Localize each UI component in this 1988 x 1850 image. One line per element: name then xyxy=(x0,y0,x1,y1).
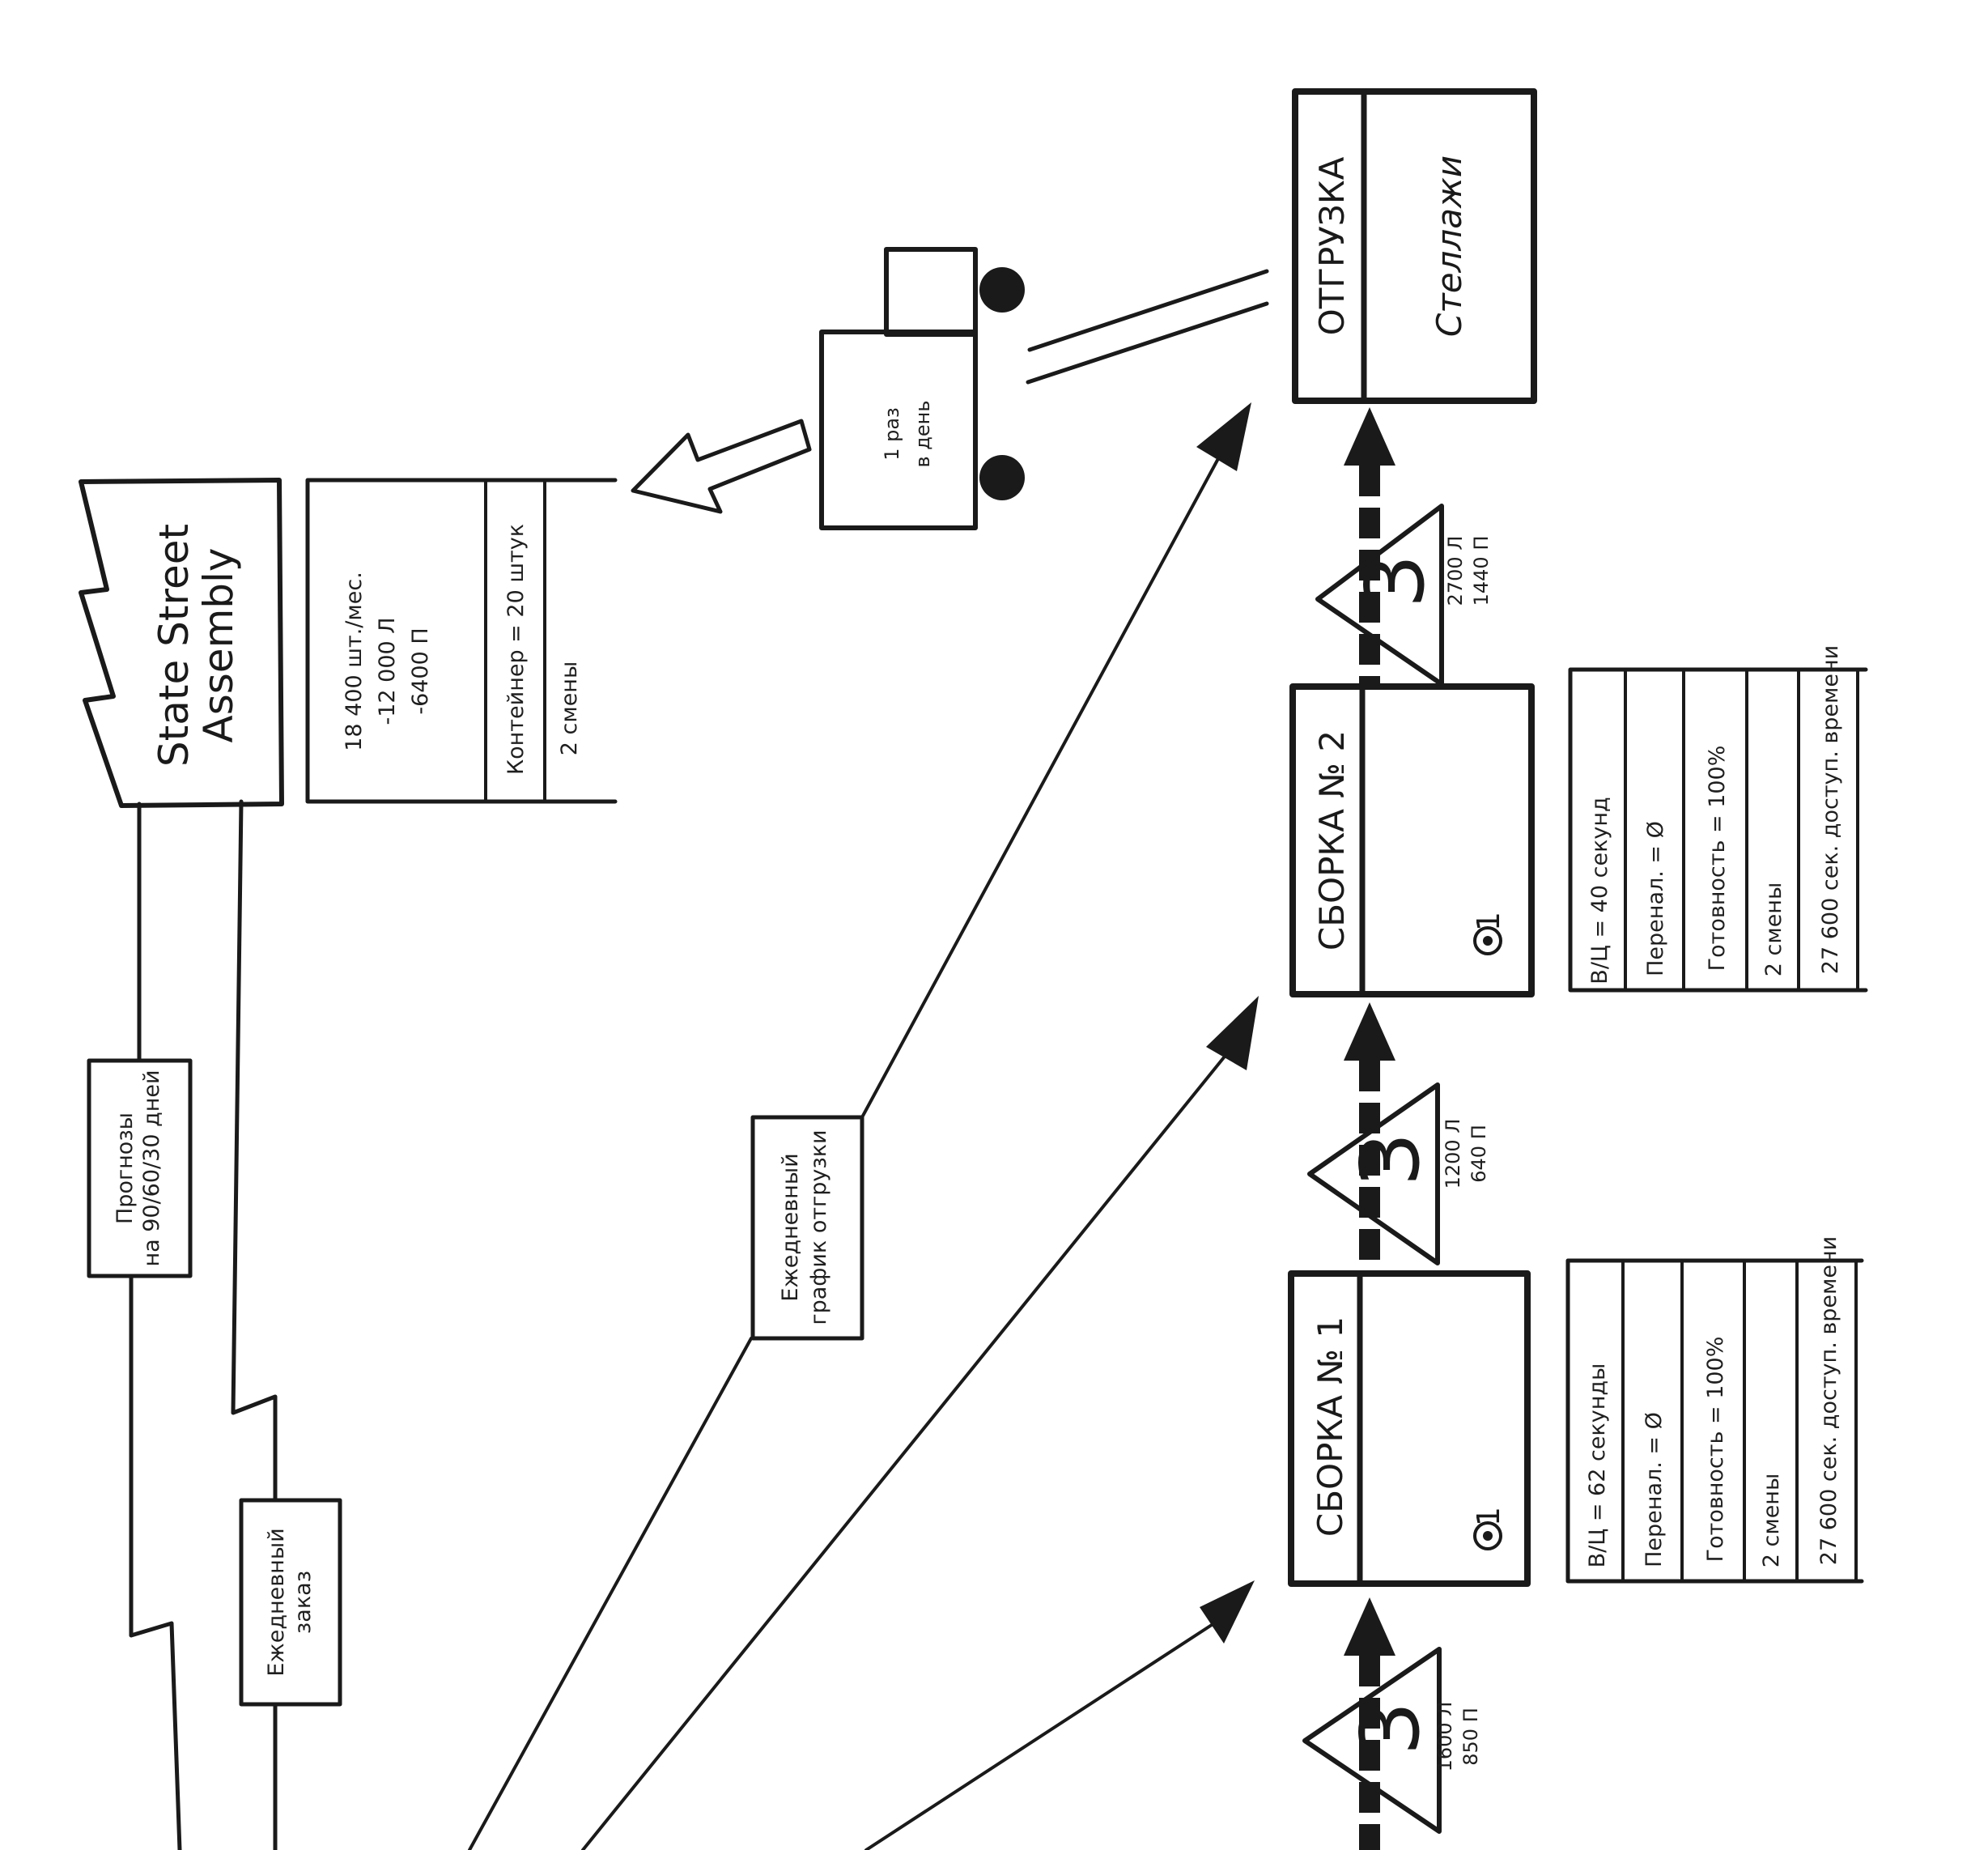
assembly-1-uptime: Готовность = 100% xyxy=(1703,1337,1728,1563)
daily-order-line2: заказ xyxy=(291,1571,316,1634)
assembly-2-title: СБОРКА № 2 xyxy=(1312,730,1352,951)
supplier-name-line2: Assembly xyxy=(195,548,242,743)
push-arrow xyxy=(1344,1597,1395,1850)
inventory-triangle: З 1600 Л 850 П xyxy=(1302,1647,1482,1834)
schedule-line-assembly-1 xyxy=(864,1580,1255,1850)
assembly-1-title: СБОРКА № 1 xyxy=(1310,1316,1350,1537)
supplier-data-box: 18 400 шт./мес. -12 000 Л -6400 П Контей… xyxy=(305,478,618,804)
daily-order-label-box: Ежедневный заказ xyxy=(239,1498,342,1707)
assembly-2-operators: 1 xyxy=(1471,912,1506,931)
shipping-schedule-label-box: Ежедневный график отгрузки xyxy=(750,1115,864,1341)
forecasts-label-box: Прогнозы на 90/60/30 дней xyxy=(87,1058,193,1278)
shipment-arrow xyxy=(631,419,812,514)
daily-order-line1: Ежедневный xyxy=(264,1528,289,1676)
shipping-schedule-line2: график отгрузки xyxy=(806,1129,831,1325)
supplier-icon: State Street Assembly xyxy=(79,478,284,808)
truck-icon: 1 раз в день xyxy=(819,247,1025,530)
inventory-quantity-line2: 1440 П xyxy=(1470,536,1493,606)
inventory-quantity-line2: 640 П xyxy=(1468,1125,1490,1182)
schedule-line-assembly-2 xyxy=(581,996,1259,1850)
assembly-1-cycle-time: В/Ц = 62 секунды xyxy=(1585,1363,1610,1568)
truck-double-line xyxy=(1026,269,1269,385)
supplier-shifts: 2 смены xyxy=(557,661,582,756)
assembly-2-process-box: СБОРКА № 2 1 xyxy=(1289,683,1535,997)
shipping-process-box: ОТГРУЗКА Стеллажи xyxy=(1292,88,1537,404)
inventory-triangle: З 2700 Л 1440 П xyxy=(1315,504,1493,687)
operator-icon xyxy=(1473,1521,1502,1550)
push-arrow xyxy=(1344,407,1395,684)
inventory-symbol: З xyxy=(1343,1703,1438,1754)
supplier-container: Контейнер = 20 штук xyxy=(503,524,529,775)
assembly-2-cycle-time: В/Ц = 40 секунд xyxy=(1587,797,1612,984)
shipping-subtitle: Стеллажи xyxy=(1429,155,1469,337)
push-arrow xyxy=(1344,1002,1395,1273)
assembly-2-data-box: В/Ц = 40 секунд Перенал. = Ø Готовность … xyxy=(1568,645,1868,993)
assembly-1-changeover: Перенал. = Ø xyxy=(1642,1412,1667,1567)
inventory-quantity-line1: 1200 Л xyxy=(1442,1119,1464,1189)
inventory-quantity-line1: 1600 Л xyxy=(1434,1702,1456,1772)
forecasts-line2: на 90/60/30 дней xyxy=(139,1070,164,1266)
daily-order-electronic-line xyxy=(231,799,278,1850)
operator-icon xyxy=(1473,926,1502,955)
truck-frequency-line1: 1 раз xyxy=(881,407,903,461)
inventory-triangle: З 1200 Л 640 П xyxy=(1307,1082,1490,1265)
shipping-schedule-line1: Ежедневный xyxy=(778,1153,803,1301)
assembly-1-data-box: В/Ц = 62 секунды Перенал. = Ø Готовность… xyxy=(1565,1236,1864,1584)
shipping-schedule-line xyxy=(468,402,1251,1850)
assembly-2-available-time: 27 600 сек. доступ. времени xyxy=(1818,645,1843,974)
forecast-electronic-line xyxy=(129,802,182,1850)
assembly-1-operators: 1 xyxy=(1471,1507,1506,1526)
inventory-quantity-line1: 2700 Л xyxy=(1444,536,1467,606)
inventory-symbol: З xyxy=(1348,555,1442,607)
shipping-title: ОТГРУЗКА xyxy=(1312,156,1352,335)
supplier-demand-line3: -6400 П xyxy=(408,627,433,714)
assembly-1-process-box: СБОРКА № 1 1 xyxy=(1288,1270,1531,1587)
assembly-2-shifts: 2 смены xyxy=(1761,882,1786,977)
assembly-1-available-time: 27 600 сек. доступ. времени xyxy=(1816,1236,1841,1565)
assembly-1-shifts: 2 смены xyxy=(1759,1474,1784,1568)
inventory-quantity-line2: 850 П xyxy=(1459,1708,1482,1765)
supplier-name-line1: State Street xyxy=(151,524,198,767)
forecasts-line1: Прогнозы xyxy=(113,1112,138,1224)
supplier-demand-line2: -12 000 Л xyxy=(375,617,400,725)
assembly-2-changeover: Перенал. = Ø xyxy=(1643,821,1668,976)
assembly-2-uptime: Готовность = 100% xyxy=(1705,746,1730,972)
inventory-symbol: З xyxy=(1343,1133,1438,1185)
supplier-demand-line1: 18 400 шт./мес. xyxy=(342,572,367,751)
truck-frequency-line2: в день xyxy=(911,401,934,468)
